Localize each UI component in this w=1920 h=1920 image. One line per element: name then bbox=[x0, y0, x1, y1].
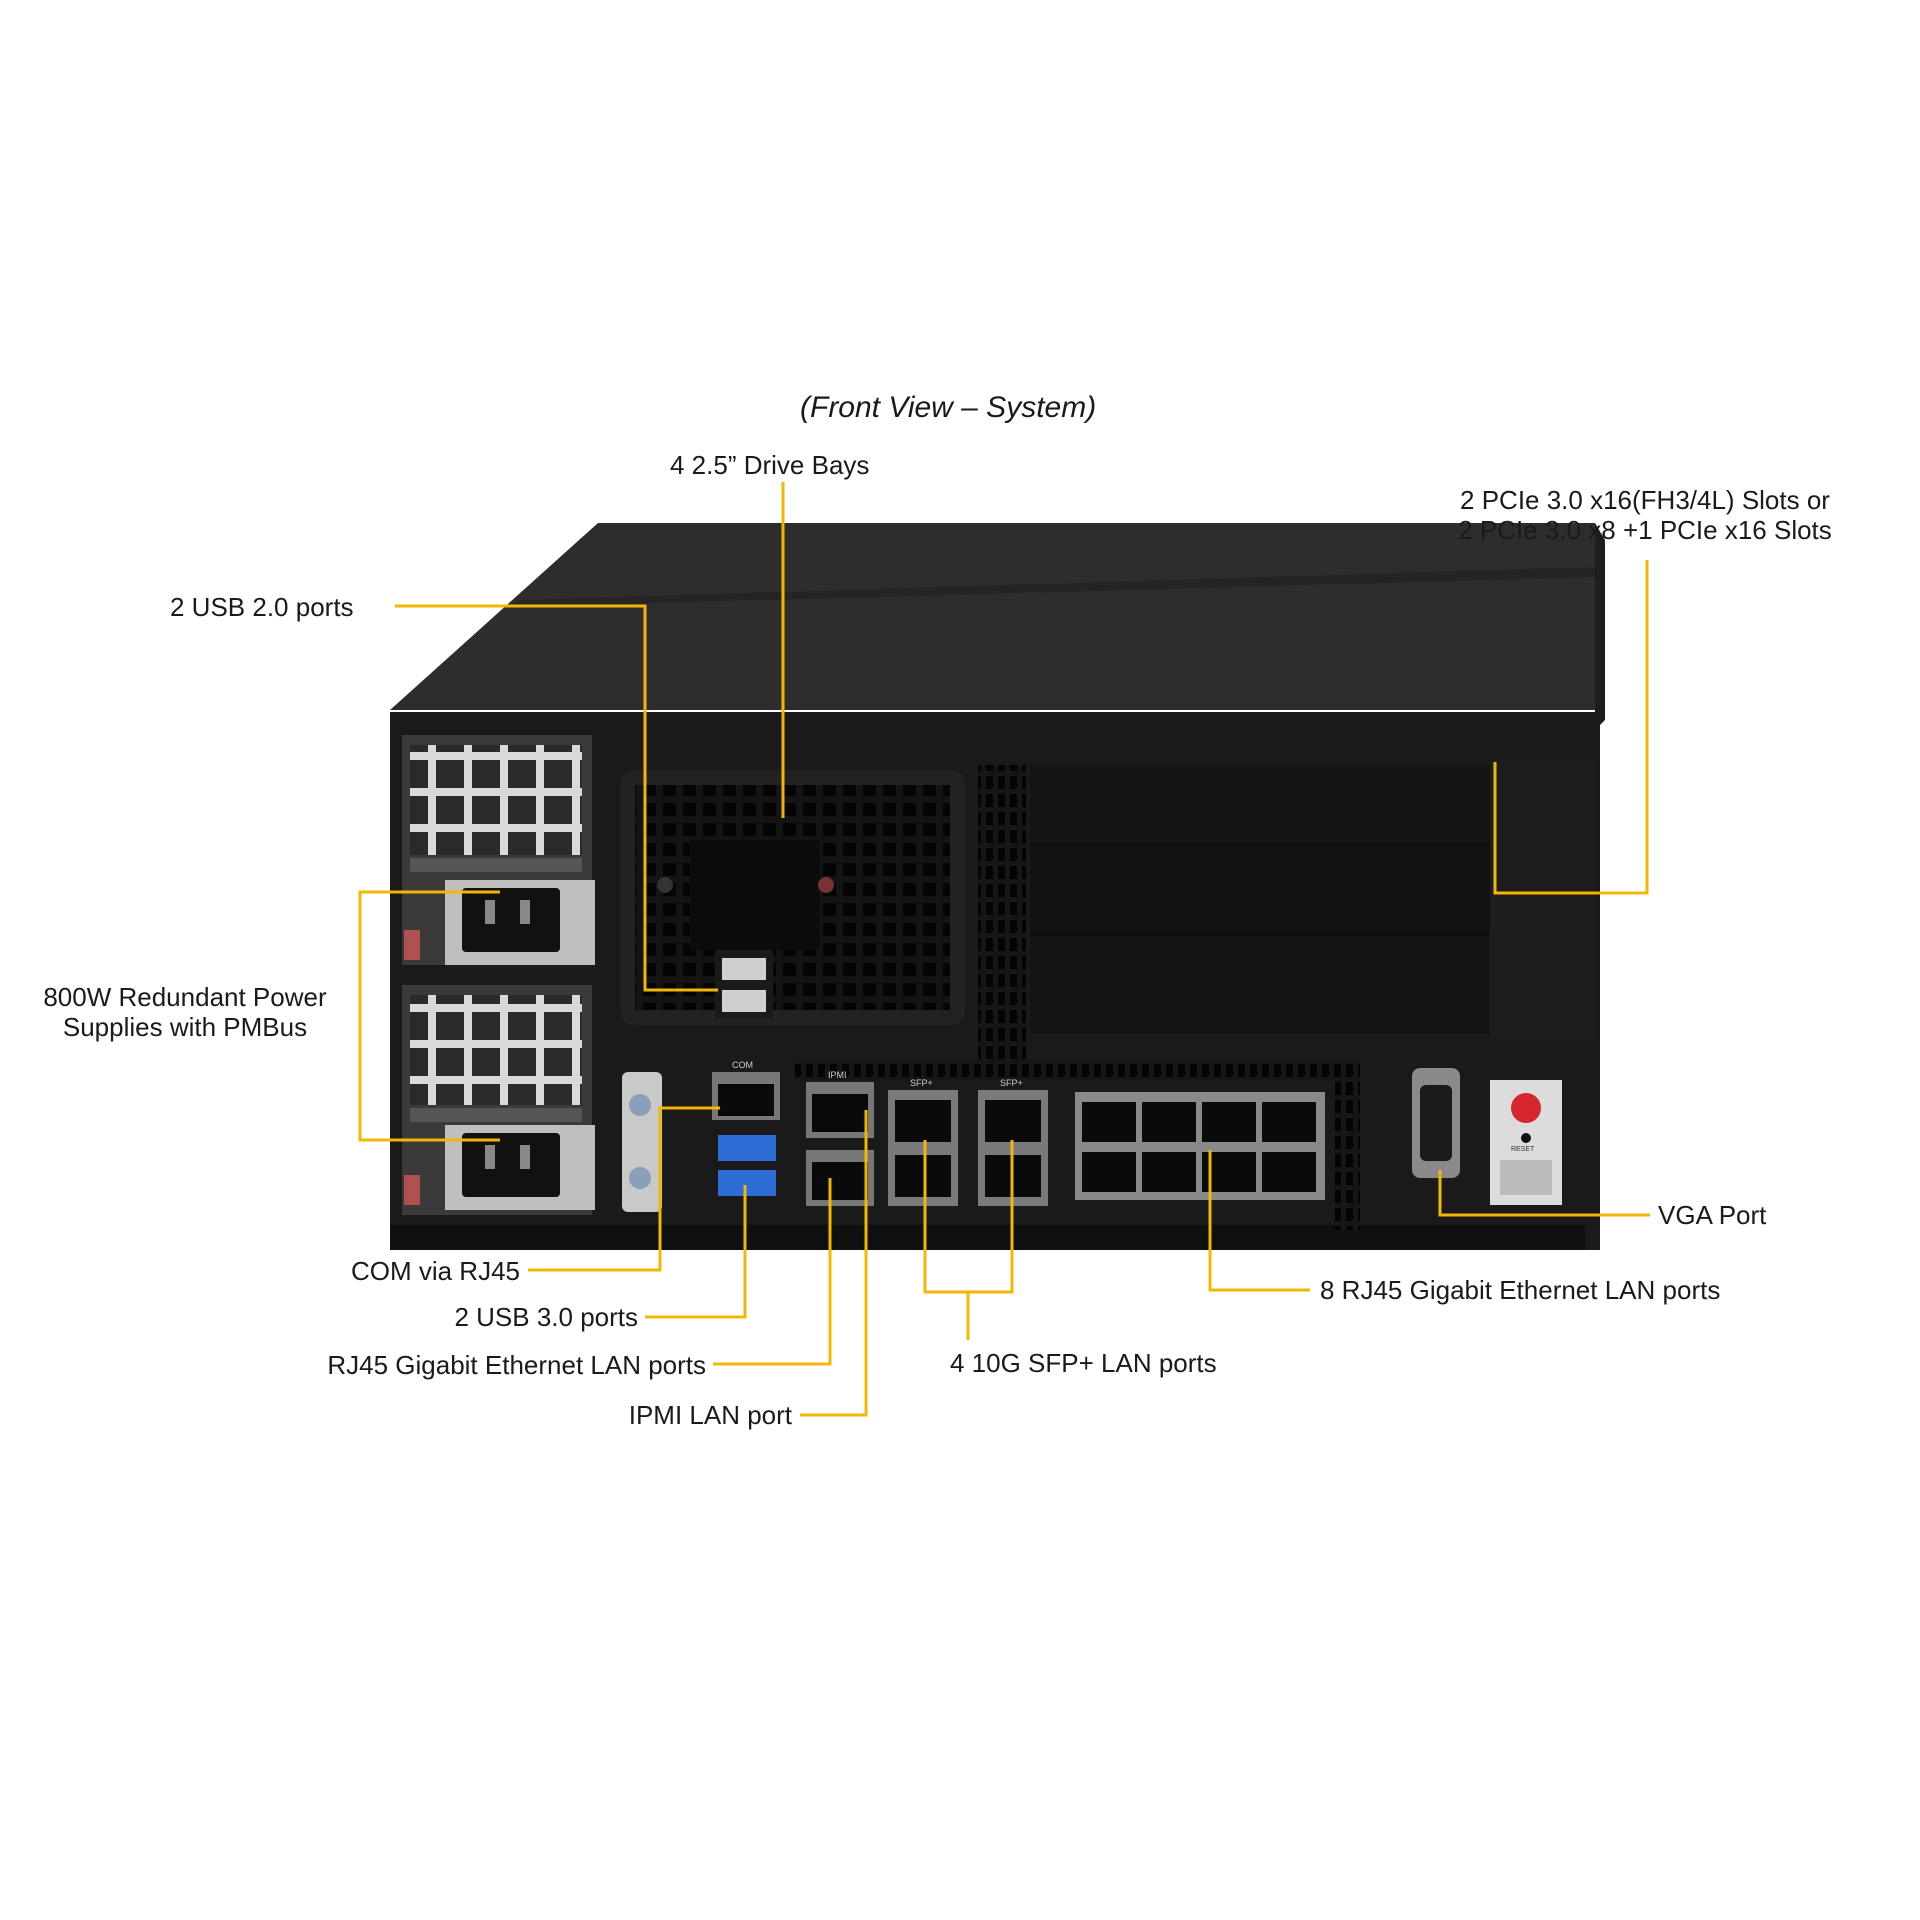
leader-ipmi bbox=[800, 1110, 868, 1417]
pcie-riser-frame bbox=[978, 765, 1026, 1060]
label-com: COM via RJ45 bbox=[350, 1256, 520, 1286]
label-psu-line1: 800W Redundant Power bbox=[43, 982, 327, 1012]
caption: (Front View – System) bbox=[800, 391, 1097, 424]
ipmi-and-lan-ports bbox=[806, 1082, 874, 1206]
power-supply-1 bbox=[402, 735, 595, 965]
label-psu-line2: Supplies with PMBus bbox=[62, 1012, 308, 1042]
leader-vga bbox=[1438, 1170, 1650, 1217]
control-panel bbox=[1490, 1080, 1562, 1205]
label-psu: 800W Redundant Power Supplies with PMBus bbox=[30, 982, 340, 1042]
leader-usb3 bbox=[645, 1185, 747, 1319]
usb2-ports bbox=[715, 950, 773, 1018]
mark-ipmi: IPMI bbox=[828, 1070, 847, 1080]
pcie-slots bbox=[1030, 760, 1595, 1040]
vga-port bbox=[1412, 1068, 1460, 1178]
chassis-top bbox=[390, 523, 1595, 710]
label-usb2: 2 USB 2.0 ports bbox=[170, 592, 354, 622]
com-port bbox=[712, 1072, 780, 1120]
leader-usb2 bbox=[395, 604, 718, 992]
label-sfp: 4 10G SFP+ LAN ports bbox=[950, 1348, 1217, 1378]
leader-pcie bbox=[1493, 560, 1649, 895]
power-supply-2 bbox=[402, 985, 595, 1215]
mark-sfp-b: SFP+ bbox=[1000, 1078, 1023, 1088]
drive-bay-area bbox=[620, 770, 965, 1025]
chassis-right-side bbox=[1595, 523, 1605, 730]
mark-com: COM bbox=[732, 1060, 753, 1070]
mark-sfp-a: SFP+ bbox=[910, 1078, 933, 1088]
rj45-8-port-block bbox=[1075, 1092, 1325, 1200]
label-usb3: 2 USB 3.0 ports bbox=[454, 1302, 638, 1332]
label-pcie: 2 PCIe 3.0 x16(FH3/4L) Slots or 2 PCIe 3… bbox=[1410, 485, 1880, 545]
usb3-ports bbox=[718, 1135, 776, 1196]
label-ipmi: IPMI LAN port bbox=[628, 1400, 792, 1430]
leader-rj45-lan bbox=[713, 1178, 832, 1366]
power-button-icon bbox=[1511, 1093, 1541, 1123]
leader-com bbox=[528, 1106, 720, 1272]
label-rj45-lan: RJ45 Gigabit Ethernet LAN ports bbox=[327, 1350, 706, 1380]
label-vga: VGA Port bbox=[1658, 1200, 1767, 1230]
mark-reset: RESET bbox=[1511, 1146, 1535, 1153]
label-pcie-line2: 2 PCIe 3.0 x8 +1 PCIe x16 Slots bbox=[1458, 515, 1832, 545]
label-rj45-8: 8 RJ45 Gigabit Ethernet LAN ports bbox=[1320, 1275, 1721, 1305]
leader-psu bbox=[358, 890, 500, 1012]
label-pcie-line1: 2 PCIe 3.0 x16(FH3/4L) Slots or bbox=[1460, 485, 1830, 515]
leader-lines bbox=[358, 482, 1650, 1417]
leader-rj45-8 bbox=[1208, 1150, 1310, 1292]
label-drive-bays: 4 2.5” Drive Bays bbox=[670, 450, 870, 480]
chassis-top-seam bbox=[510, 567, 1595, 607]
